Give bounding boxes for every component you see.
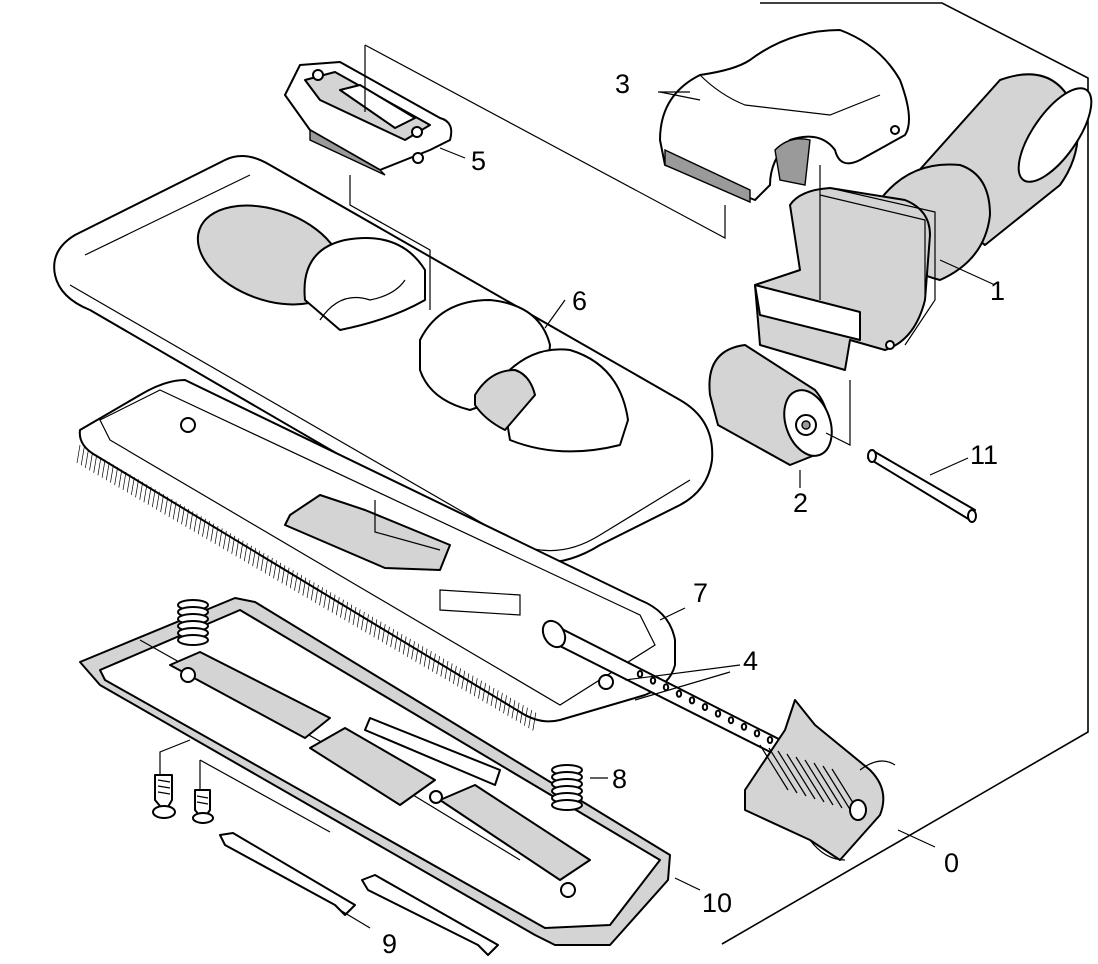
part-labels: 0 1 2 3 4 5 6 7 8 9 10 11 <box>382 69 1005 959</box>
label-part-3: 3 <box>615 69 630 99</box>
label-part-2: 2 <box>793 488 808 518</box>
wheel-ribs <box>759 744 861 815</box>
label-part-9: 9 <box>382 929 397 959</box>
swivel-elbow-part <box>754 73 1093 371</box>
label-part-1: 1 <box>990 276 1005 306</box>
label-part-6: 6 <box>572 286 587 316</box>
clip-frame-part <box>284 61 453 176</box>
label-part-4: 4 <box>743 646 758 676</box>
leader-lines <box>159 44 996 929</box>
label-part-0: 0 <box>944 848 959 878</box>
spring-parts <box>177 599 583 811</box>
base-plate-part <box>79 597 671 946</box>
brush-bristles <box>76 444 537 731</box>
label-part-8: 8 <box>612 764 627 794</box>
spring-right <box>551 764 583 811</box>
label-part-11: 11 <box>970 440 998 470</box>
screw-parts <box>152 774 214 824</box>
label-part-7: 7 <box>693 578 708 608</box>
base-frame-part <box>76 379 676 731</box>
upper-housing-part <box>53 155 714 564</box>
pin-part <box>867 449 977 523</box>
label-part-10: 10 <box>702 888 732 918</box>
swivel-cover-part <box>659 29 910 204</box>
axle-wheel-part <box>541 619 896 861</box>
rod-holes <box>636 670 787 751</box>
spring-left <box>177 599 209 646</box>
label-part-5: 5 <box>471 146 486 176</box>
assembly-bracket <box>721 2 1089 945</box>
brush-strip-parts <box>219 832 499 956</box>
roller-part <box>708 344 833 466</box>
